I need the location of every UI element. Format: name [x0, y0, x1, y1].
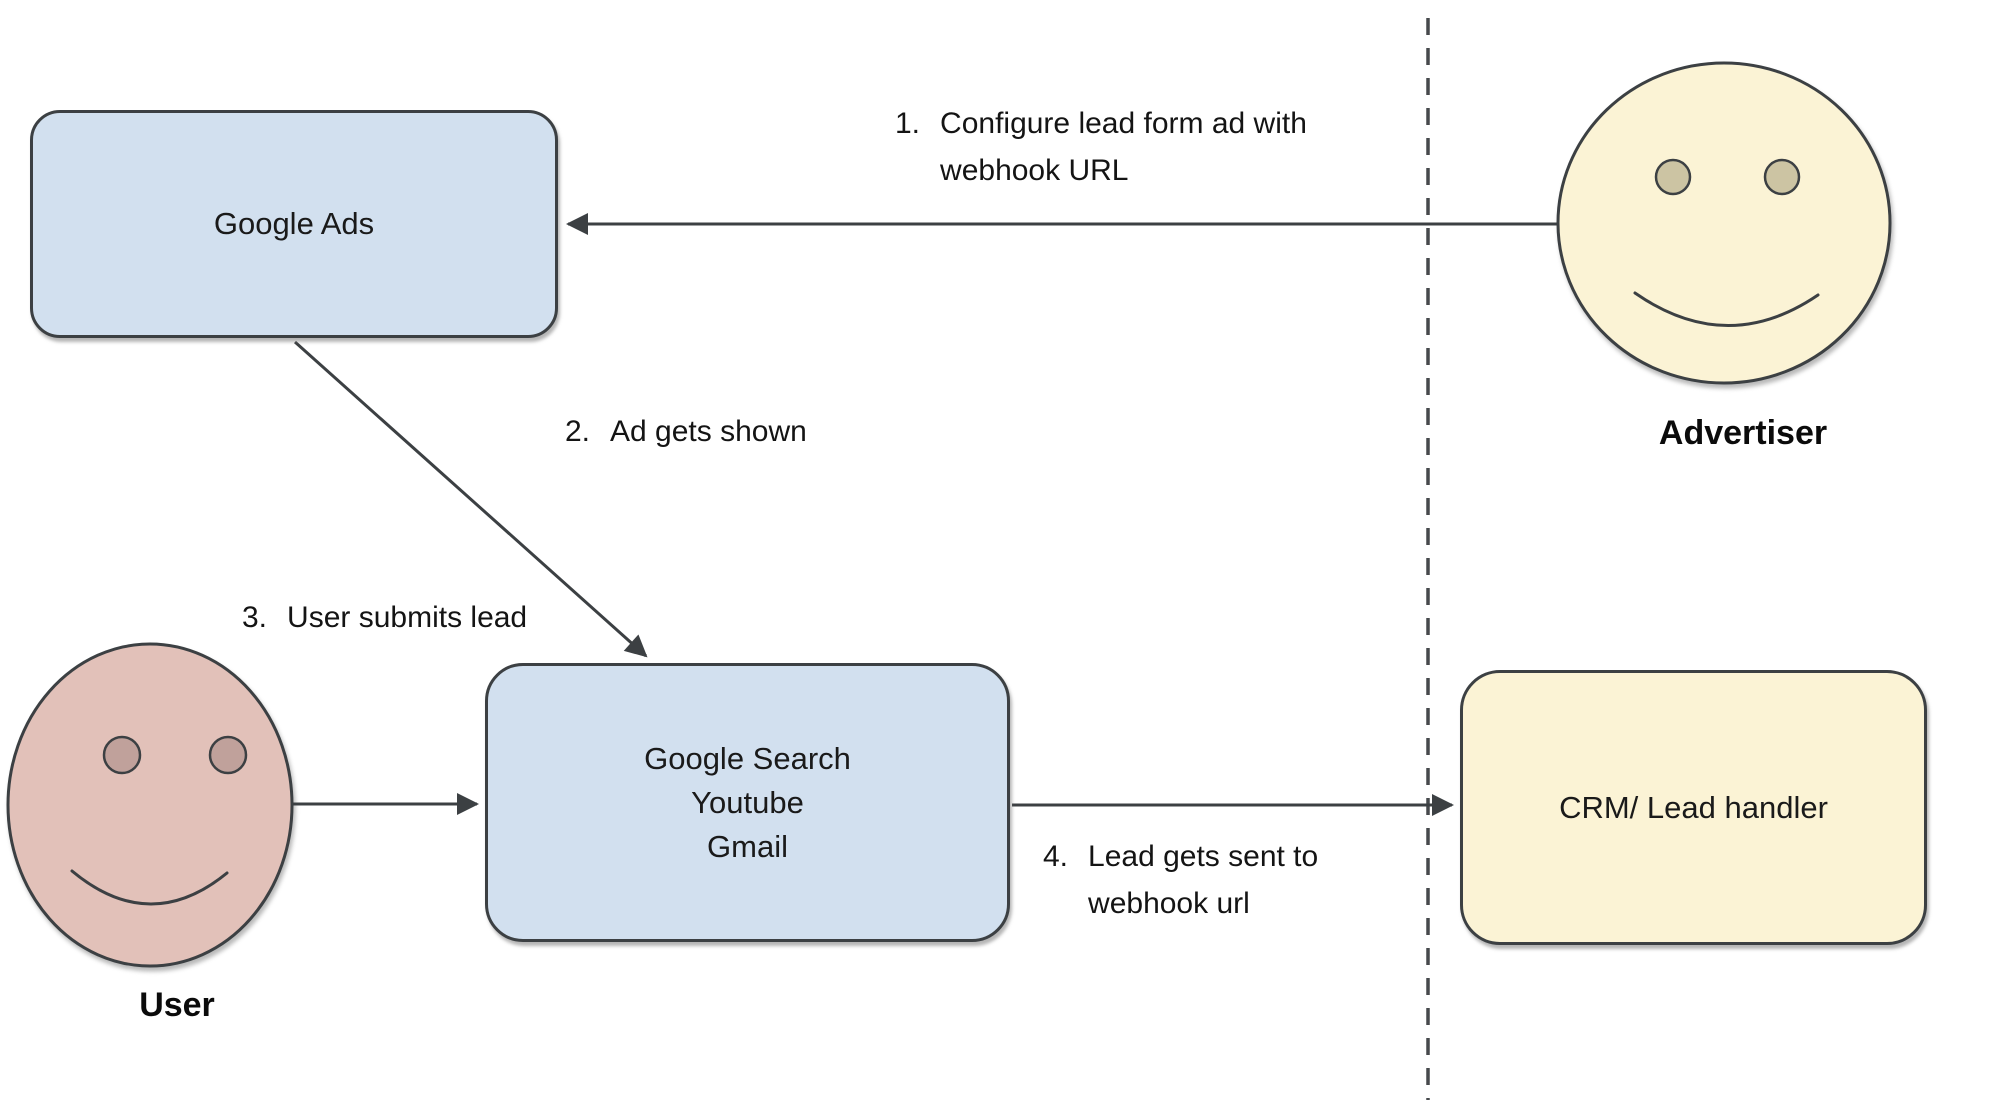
google-properties-line-3: Gmail: [707, 828, 788, 864]
step-3-text: User submits lead: [287, 601, 528, 634]
step-2-text: Ad gets shown: [610, 415, 807, 448]
advertiser-face-icon: [1556, 61, 1892, 385]
user-face-icon: [6, 642, 294, 968]
crm-label: CRM/ Lead handler: [1559, 789, 1828, 825]
advertiser-smile: [1633, 291, 1820, 327]
advertiser-left-eye: [1654, 158, 1692, 196]
node-google-ads: Google Ads: [30, 110, 558, 338]
user-face-circle: [6, 642, 294, 968]
advertiser-label: Advertiser: [1658, 414, 1828, 452]
google-properties-line-2: Youtube: [691, 784, 804, 820]
step-1-number: 1.: [895, 107, 921, 140]
arrow-google-ads-to-properties: [293, 340, 648, 658]
step-label-3: 3. User submits lead: [242, 594, 527, 641]
advertiser-right-eye: [1763, 158, 1801, 196]
user-smile: [70, 869, 229, 906]
user-left-eye: [102, 735, 142, 775]
step-label-4: 4. Lead gets sent to webhook url: [1043, 833, 1368, 927]
user-label: User: [139, 986, 215, 1024]
step-label-1: 1. Configure lead form ad with webhook U…: [895, 100, 1360, 194]
user-right-eye: [208, 735, 248, 775]
advertiser-face-circle: [1556, 61, 1892, 385]
node-google-properties: Google Search Youtube Gmail: [485, 663, 1010, 942]
google-properties-line-1: Google Search: [644, 740, 851, 776]
step-4-text: Lead gets sent to webhook url: [1088, 840, 1319, 920]
step-3-number: 3.: [242, 601, 268, 634]
google-ads-label: Google Ads: [213, 206, 375, 241]
step-4-number: 4.: [1043, 840, 1069, 873]
step-1-text: Configure lead form ad with webhook URL: [940, 107, 1307, 187]
step-label-2: 2. Ad gets shown: [565, 408, 807, 455]
node-crm-lead-handler: CRM/ Lead handler: [1460, 670, 1927, 945]
step-2-number: 2.: [565, 415, 591, 448]
